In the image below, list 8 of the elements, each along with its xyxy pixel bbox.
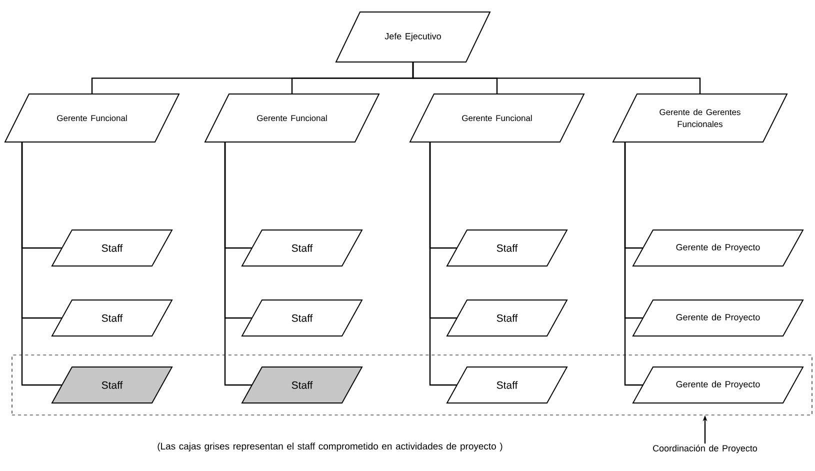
connector [429, 142, 457, 386]
connector [624, 142, 643, 386]
note-text: Coordinación de Proyecto [653, 444, 758, 454]
connector [412, 62, 701, 94]
connector [224, 142, 252, 386]
connector [21, 142, 62, 386]
caption: (Las cajas grises representan el staff comprometido en actividades de proyecto ) [158, 442, 502, 452]
dashed-band [12, 354, 812, 416]
